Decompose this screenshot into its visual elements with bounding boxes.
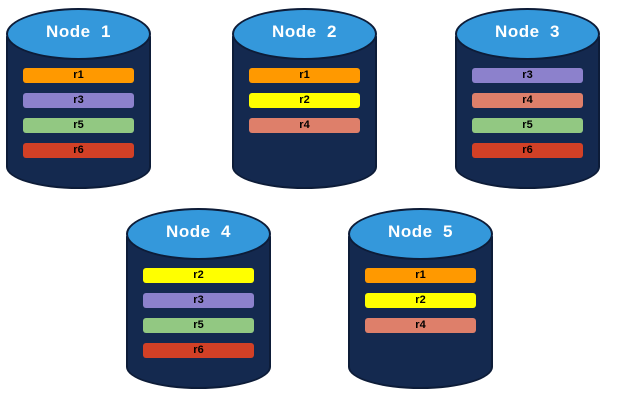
cylinder-top-disc — [455, 8, 600, 60]
replica-list: r1 r3 r5 r6 — [23, 68, 134, 158]
replica-list: r1 r2 r4 — [365, 268, 476, 333]
replica-bar[interactable]: r2 — [365, 293, 476, 308]
replica-bar[interactable]: r5 — [23, 118, 134, 133]
node-cylinder-5[interactable]: Node 5 r1 r2 r4 — [348, 208, 493, 396]
replica-bar[interactable]: r6 — [23, 143, 134, 158]
cylinder-top-disc — [6, 8, 151, 60]
node-title: Node 5 — [388, 222, 453, 241]
replica-bar[interactable]: r6 — [472, 143, 583, 158]
cylinder-top-disc — [232, 8, 377, 60]
node-cylinder-3[interactable]: Node 3 r3 r4 r5 r6 — [455, 8, 600, 196]
replica-bar[interactable]: r5 — [472, 118, 583, 133]
replica-bar[interactable]: r4 — [472, 93, 583, 108]
replica-bar[interactable]: r1 — [249, 68, 360, 83]
replica-bar[interactable]: r3 — [143, 293, 254, 308]
replica-bar[interactable]: r2 — [249, 93, 360, 108]
node-cylinder-4[interactable]: Node 4 r2 r3 r5 r6 — [126, 208, 271, 396]
node-title: Node 3 — [495, 22, 560, 41]
node-cylinder-2[interactable]: Node 2 r1 r2 r4 — [232, 8, 377, 196]
replica-list: r3 r4 r5 r6 — [472, 68, 583, 158]
replica-list: r1 r2 r4 — [249, 68, 360, 133]
node-title: Node 1 — [46, 22, 111, 41]
node-cylinder-1[interactable]: Node 1 r1 r3 r5 r6 — [6, 8, 151, 196]
node-title: Node 4 — [166, 222, 231, 241]
replica-bar[interactable]: r5 — [143, 318, 254, 333]
replica-bar[interactable]: r3 — [472, 68, 583, 83]
cylinder-top-disc — [126, 208, 271, 260]
replica-bar[interactable]: r4 — [249, 118, 360, 133]
replica-bar[interactable]: r1 — [365, 268, 476, 283]
replica-bar[interactable]: r6 — [143, 343, 254, 358]
replica-bar[interactable]: r2 — [143, 268, 254, 283]
replica-bar[interactable]: r1 — [23, 68, 134, 83]
replica-bar[interactable]: r3 — [23, 93, 134, 108]
node-title: Node 2 — [272, 22, 337, 41]
replica-list: r2 r3 r5 r6 — [143, 268, 254, 358]
cylinder-top-disc — [348, 208, 493, 260]
replica-bar[interactable]: r4 — [365, 318, 476, 333]
